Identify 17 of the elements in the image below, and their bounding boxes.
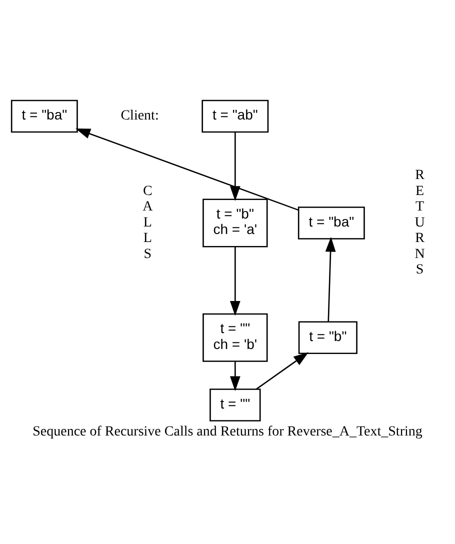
node-box: t = "" ch = 'b' (202, 313, 268, 362)
arrow (230, 246, 240, 316)
node-box: t = "ba" (10, 100, 78, 133)
node-box: t = "ba" (298, 206, 365, 240)
node-box: t = "b" (298, 321, 358, 354)
arrow (230, 132, 240, 201)
arrow (325, 236, 336, 322)
label: CALLS (142, 184, 153, 262)
node-label: Client: (120, 108, 159, 124)
arrow (230, 361, 240, 392)
caption: Sequence of Recursive Calls and Returns for Reverse_A_Text_String (32, 424, 422, 440)
node-box: t = "ab" (202, 100, 269, 133)
node-box: t = "b" ch = 'a' (202, 198, 268, 248)
arrow (75, 128, 299, 211)
node-box: t = "" (210, 388, 261, 422)
label: RETURNS (414, 168, 425, 278)
arrow (256, 352, 308, 390)
